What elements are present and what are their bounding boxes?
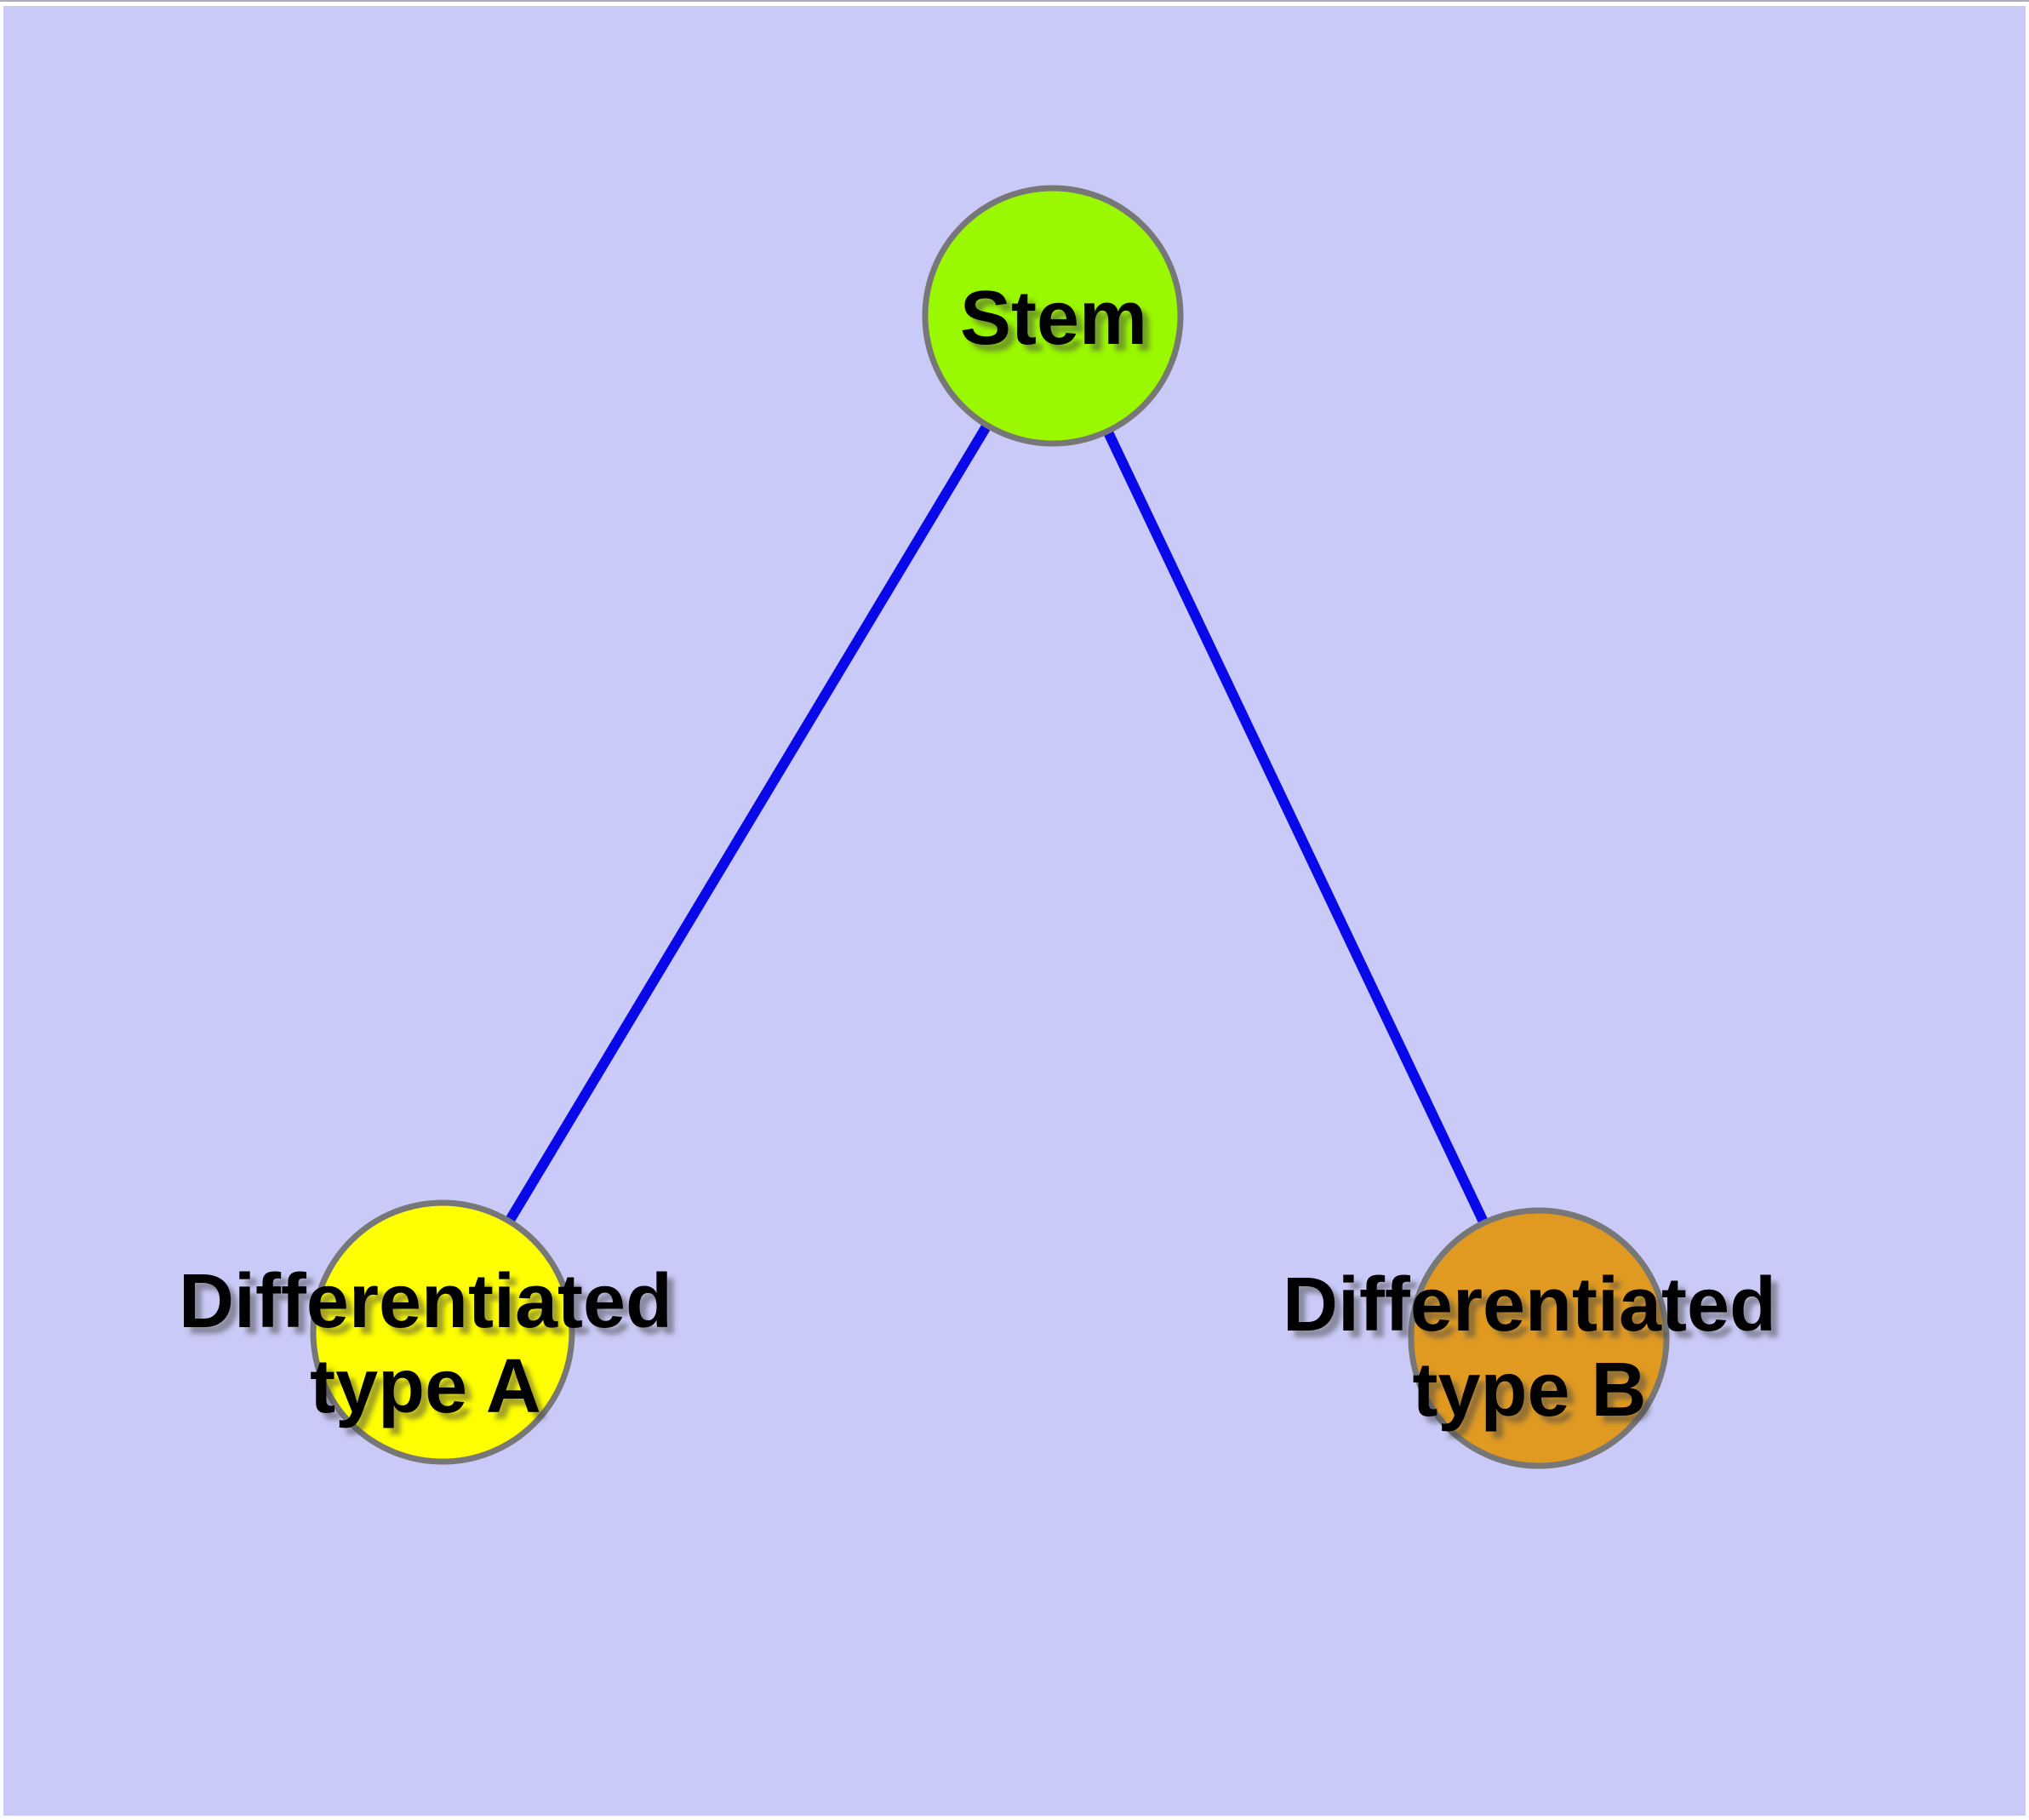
node-differentiated-type-b bbox=[1408, 1207, 1670, 1469]
node-labels: Stem Differentiated type A Differentiate… bbox=[179, 276, 1776, 1433]
nodes bbox=[310, 185, 1670, 1469]
edges bbox=[437, 312, 1544, 1341]
edge-stem-to-differentiated-type-a bbox=[437, 312, 1058, 1336]
node-stem-label: Stem bbox=[960, 276, 1147, 361]
node-stem bbox=[922, 185, 1184, 447]
top-hairline bbox=[0, 0, 2029, 2]
node-differentiated-type-a-label-line1: Differentiated bbox=[179, 1259, 672, 1344]
node-differentiated-type-b-label-line1: Differentiated bbox=[1283, 1262, 1776, 1348]
node-differentiated-type-a bbox=[310, 1199, 575, 1465]
node-differentiated-type-a-label-line2: type A bbox=[310, 1344, 541, 1429]
edge-stem-to-differentiated-type-b bbox=[1048, 313, 1544, 1341]
node-differentiated-type-b-label-line2: type B bbox=[1412, 1348, 1646, 1433]
